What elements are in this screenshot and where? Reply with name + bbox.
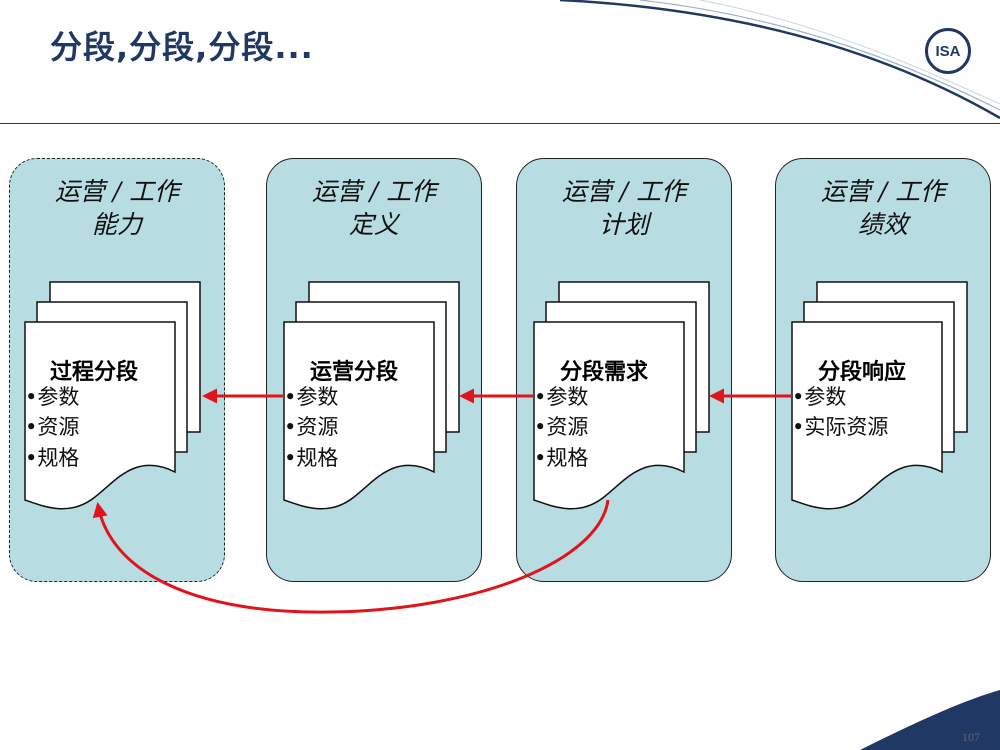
column-title-line1: 运营 / 工作	[54, 177, 180, 206]
column-title: 运营 / 工作 定义	[267, 175, 481, 241]
doc-item: •参数	[534, 385, 589, 409]
doc-item: •参数	[792, 385, 847, 409]
doc-item: •规格	[534, 446, 589, 470]
doc-title: 分段需求	[560, 360, 649, 385]
column-title: 运营 / 工作 计划	[517, 175, 731, 241]
doc-title: 过程分段	[50, 360, 139, 385]
column-title-line2: 绩效	[857, 210, 908, 239]
isa-logo: ISA	[925, 28, 971, 74]
slide-title: 分段,分段,分段...	[50, 28, 314, 66]
column-title-line1: 运营 / 工作	[561, 177, 687, 206]
arrow-schedule-to-capability-curve	[92, 499, 610, 614]
page-number: 107	[962, 730, 980, 744]
column-title-line1: 运营 / 工作	[311, 177, 437, 206]
doc-title: 分段响应	[818, 360, 907, 385]
doc-item: •规格	[284, 446, 339, 470]
column-title-line2: 计划	[598, 210, 649, 239]
header-swoosh	[559, 0, 1000, 120]
doc-item: •实际资源	[792, 415, 889, 439]
column-title-line2: 定义	[348, 210, 399, 239]
doc-item: •资源	[25, 415, 80, 439]
doc-item: •资源	[284, 415, 339, 439]
column-title: 运营 / 工作 绩效	[776, 175, 990, 241]
header-divider	[0, 123, 1000, 124]
doc-item: •资源	[534, 415, 589, 439]
doc-item: •参数	[284, 385, 339, 409]
doc-item: •规格	[25, 446, 80, 470]
column-title-line2: 能力	[91, 210, 142, 239]
doc-item: •参数	[25, 385, 80, 409]
column-title: 运营 / 工作 能力	[10, 175, 224, 241]
footer-swoosh	[860, 690, 1000, 750]
column-title-line1: 运营 / 工作	[820, 177, 946, 206]
doc-title: 运营分段	[310, 360, 399, 385]
logo-text: ISA	[935, 42, 961, 60]
